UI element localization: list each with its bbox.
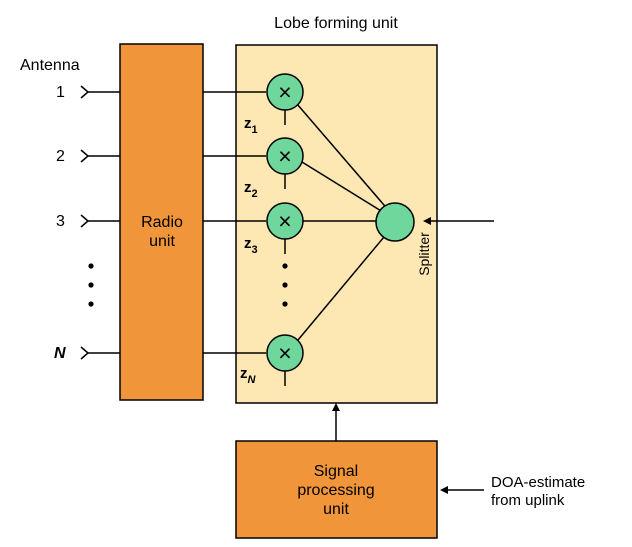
antenna-label-n: N [54,345,66,362]
antenna-row-1: 1 [56,84,120,101]
mult-to-splitter-line-1 [296,103,391,213]
radio-unit-label-line1: Radio [141,214,183,231]
multiplier-circle [266,73,304,111]
antenna-label-2: 2 [56,148,65,165]
splitter-arrow-icon [423,217,431,225]
mult-to-splitter-line-n [297,230,390,341]
antenna-symbol-3 [80,214,90,228]
antenna-row-n: N [54,345,120,362]
antenna-heading: Antenna [20,57,80,74]
multiplier-x-icon: × [278,208,291,234]
antenna-symbol-n [80,346,90,360]
antenna-row-2: 2 [56,148,120,165]
multiplier-circle [266,202,304,240]
multiplier-circle [266,334,304,372]
multiplier-2: × [266,137,304,175]
signal-processing-line3: unit [323,501,349,518]
weight-label-1: z1 [244,115,258,136]
antenna-dot [88,301,94,307]
multiplier-n: × [266,334,304,372]
radio-unit-box [119,43,204,401]
control-arrow-icon [332,403,340,411]
multiplier-3: × [266,202,304,240]
antenna-row-3: 3 [56,213,120,230]
antenna-label-1: 1 [56,84,65,101]
signal-processing-line1: Signal [314,463,358,480]
antenna-symbol-2 [80,149,90,163]
antenna-label-3: 3 [56,213,65,230]
weight-label-n: zN [240,365,257,386]
signal-processing-unit-box [235,440,438,539]
doa-label-line1: DOA-estimate [491,474,585,491]
antenna-ellipsis [88,263,94,307]
signal-processing-line2: processing [297,482,374,499]
multiplier-x-icon: × [278,79,291,105]
multiplier-x-icon: × [278,143,291,169]
antenna-dot [88,263,94,269]
multiplier-dot [282,263,288,269]
mult-to-splitter-line-2 [301,161,387,215]
doa-label-line2: from uplink [491,492,565,509]
radio-unit-label-line2: unit [149,233,175,250]
splitter-node [375,202,415,242]
multiplier-circle [266,137,304,175]
multiplier-1: × [266,73,304,111]
multiplier-dot [282,301,288,307]
multiplier-x-icon: × [278,340,291,366]
antenna-symbol-1 [80,85,90,99]
weight-label-2: z2 [244,179,258,200]
weight-label-3: z3 [244,235,258,256]
splitter-label: Splitter [416,232,432,276]
lobe-forming-title: Lobe forming unit [274,15,398,32]
multiplier-dot [282,282,288,288]
multiplier-ellipsis [282,263,288,307]
doa-arrow-icon [440,486,448,494]
antenna-dot [88,282,94,288]
